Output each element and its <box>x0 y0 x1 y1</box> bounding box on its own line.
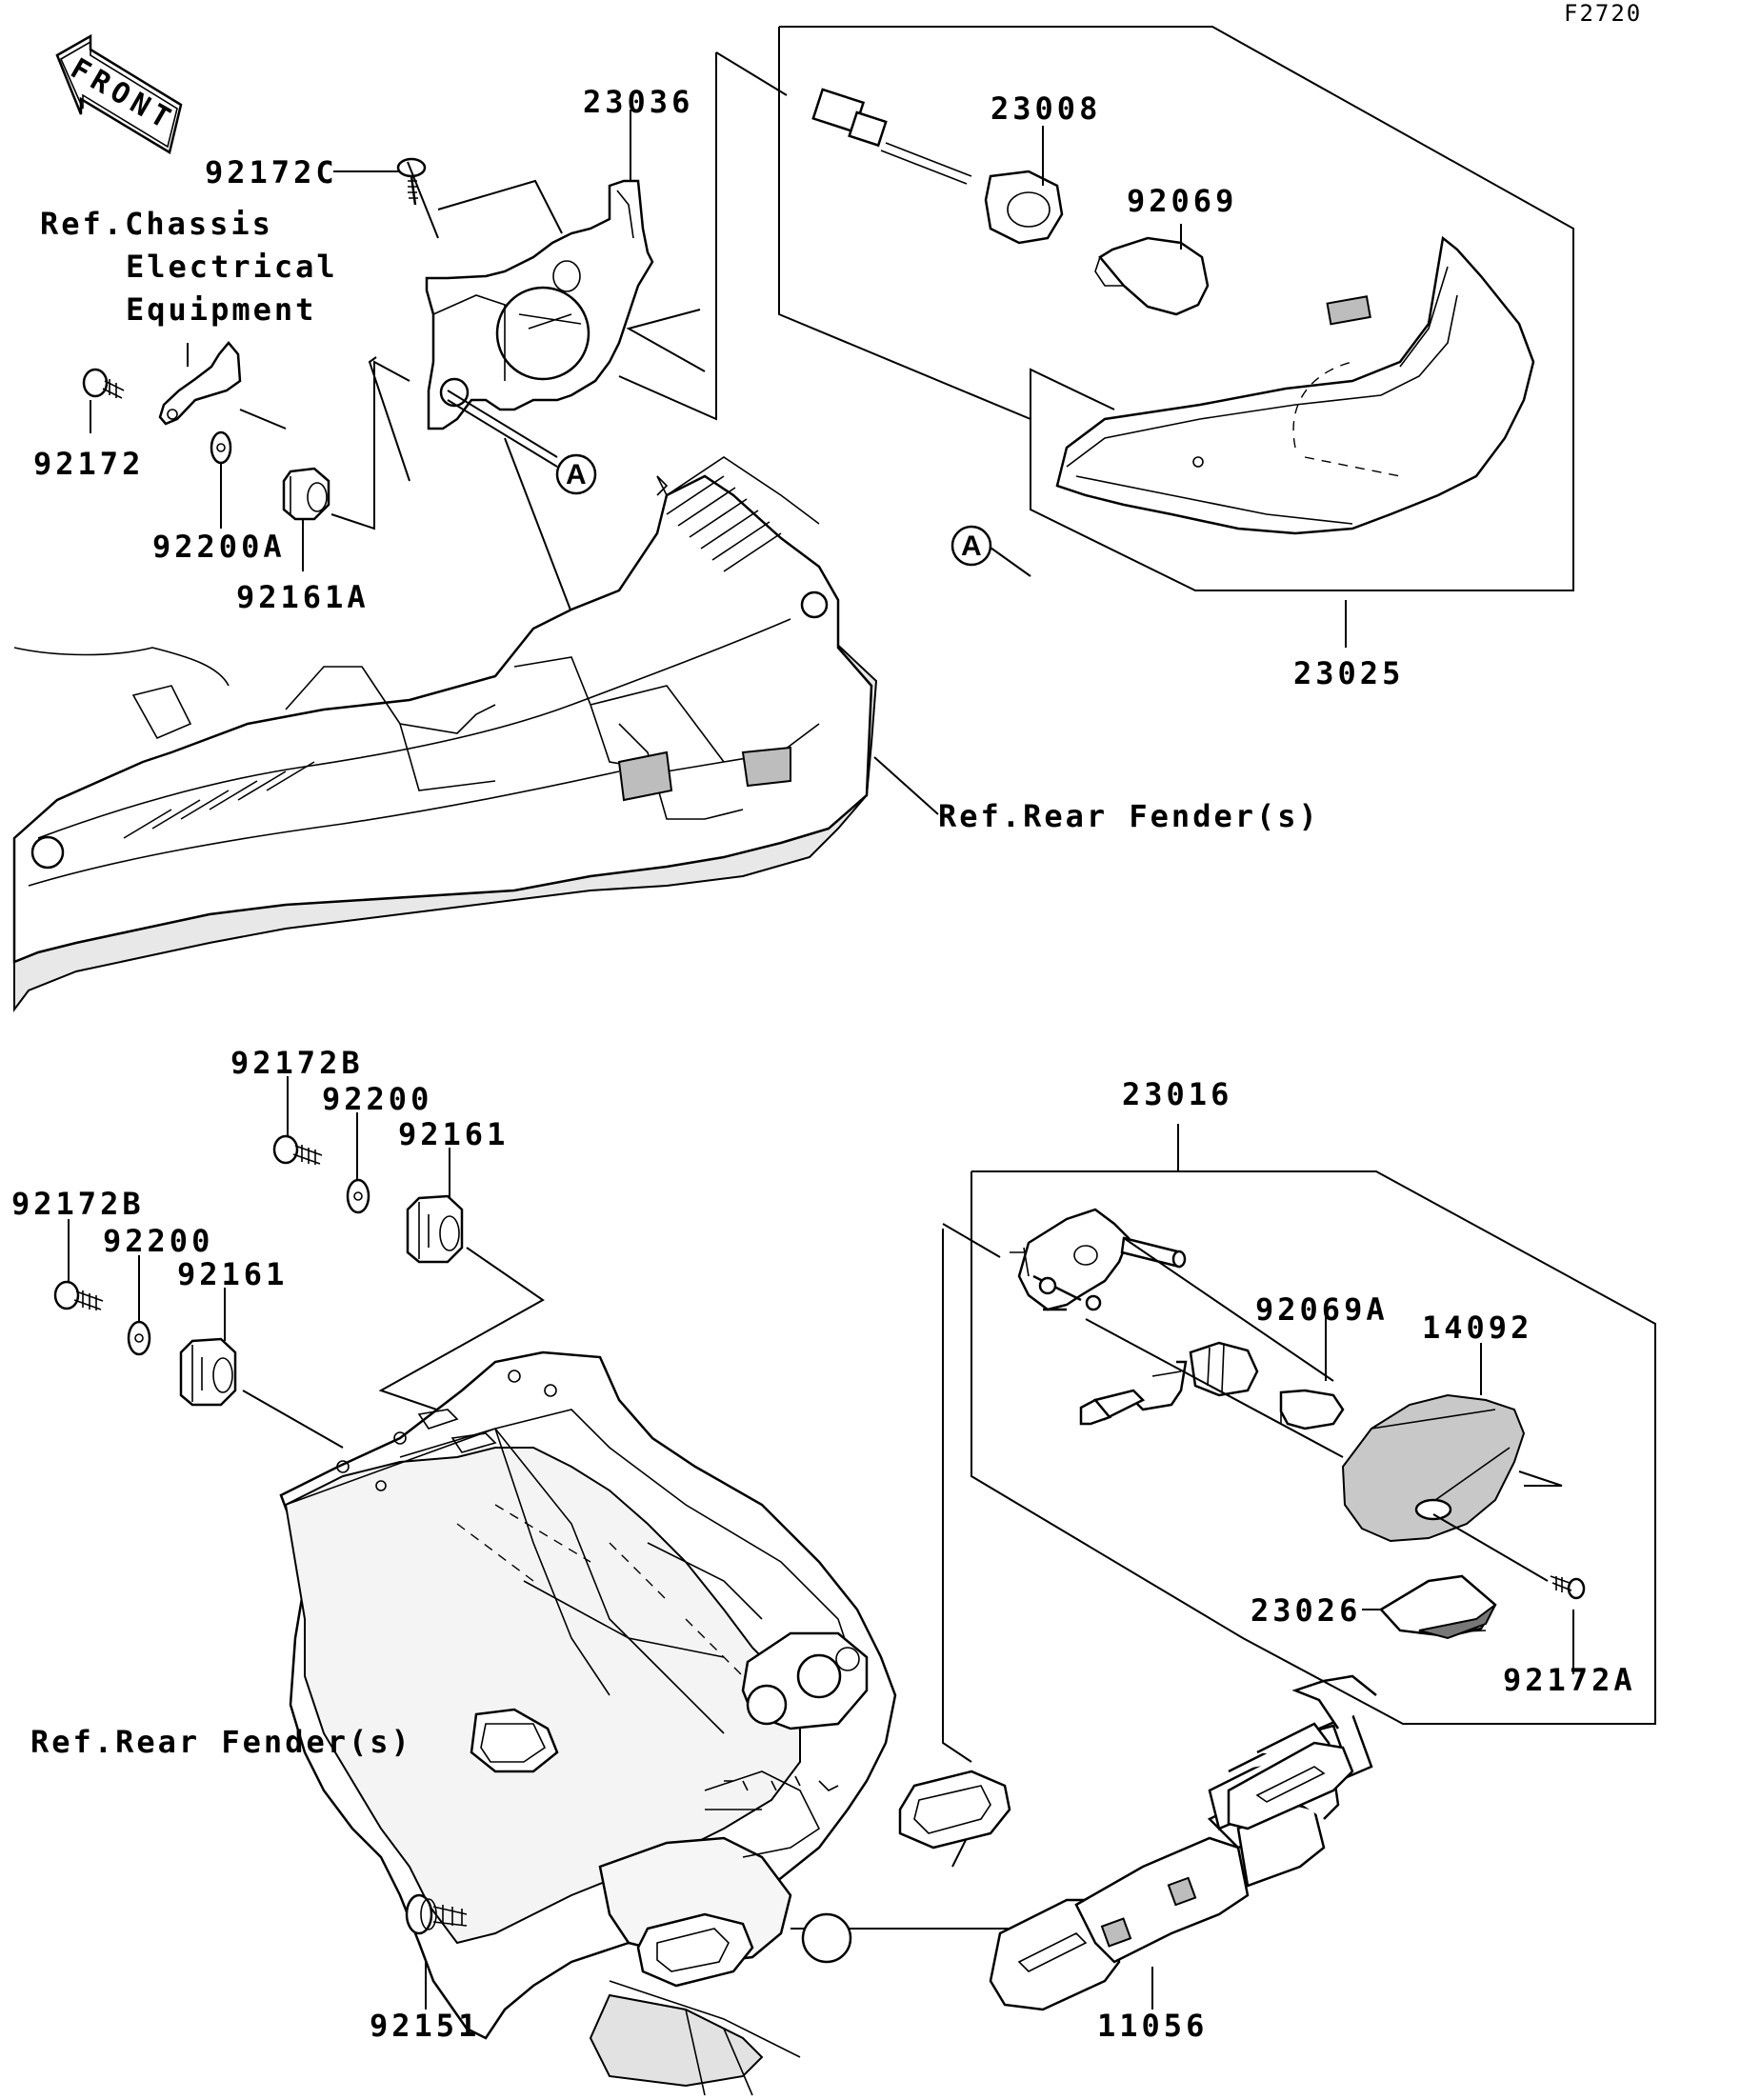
label-92200-upper: 92200 <box>322 1081 432 1117</box>
label-92161a: 92161A <box>236 579 370 615</box>
label-23008: 23008 <box>991 90 1101 127</box>
license-light-socket <box>1079 1341 1259 1426</box>
front-turn-signal-bracket <box>425 179 654 430</box>
svg-text:A: A <box>961 530 982 562</box>
ref-chassis-line2: Electrical <box>126 249 338 285</box>
ref-chassis-line1: Ref.Chassis <box>40 206 273 242</box>
label-92069a: 92069A <box>1255 1291 1389 1328</box>
grommet-92161a <box>282 467 330 521</box>
screw-92172 <box>82 368 125 399</box>
figure-code: F2720 <box>1564 0 1642 27</box>
label-92172b-upper: 92172B <box>230 1045 364 1081</box>
screw-92172b-lower <box>53 1280 104 1310</box>
label-92200-lower: 92200 <box>103 1223 213 1259</box>
license-bracket-11056 <box>989 1674 1377 2011</box>
label-92172: 92172 <box>33 446 144 482</box>
label-92172b-lower: 92172B <box>11 1186 145 1222</box>
ref-chassis-line3: Equipment <box>126 291 316 328</box>
grommet-92161-lower <box>179 1337 237 1407</box>
label-92151: 92151 <box>370 2008 480 2044</box>
bulb-92069a <box>1279 1389 1345 1430</box>
label-11056: 11056 <box>1097 2008 1208 2044</box>
license-light-base <box>1010 1208 1187 1311</box>
grommet-92161-upper <box>406 1194 464 1264</box>
label-14092: 14092 <box>1422 1310 1532 1346</box>
ref-rear-fender-bottom: Ref.Rear Fender(s) <box>30 1724 412 1760</box>
washer-92200-lower <box>127 1320 151 1356</box>
screw-92172c <box>396 157 427 206</box>
assembly-box-23025 <box>618 26 1574 591</box>
front-turn-signal-23025 <box>1055 235 1535 535</box>
light-assembly-lines <box>1085 1237 1563 1582</box>
license-light-lens-14092 <box>1341 1393 1526 1543</box>
label-92161-lower: 92161 <box>177 1256 288 1292</box>
rear-fender-lower <box>279 1350 1011 2096</box>
label-23026: 23026 <box>1251 1592 1361 1629</box>
reflector-23026 <box>1379 1574 1497 1640</box>
ref-rear-fender-top: Ref.Rear Fender(s) <box>938 798 1320 834</box>
svg-text:A: A <box>566 459 587 490</box>
bulb-92069 <box>1094 236 1210 316</box>
label-92069: 92069 <box>1127 183 1237 219</box>
assembly-box-23016 <box>942 1170 1656 1725</box>
label-23025: 23025 <box>1293 655 1404 691</box>
screw-92172b-upper <box>272 1134 323 1165</box>
label-92200a: 92200A <box>152 529 286 565</box>
label-92172a: 92172A <box>1503 1662 1636 1698</box>
fender-ribs <box>123 456 820 839</box>
callout-a-upper: A <box>447 399 597 495</box>
callout-a-lower: A <box>951 525 1031 577</box>
label-92161-upper: 92161 <box>398 1116 509 1152</box>
bolt-92151 <box>405 1893 468 1935</box>
rear-fender-upper <box>12 456 878 1012</box>
label-23016: 23016 <box>1122 1076 1232 1112</box>
label-23036: 23036 <box>583 84 693 120</box>
screw-92172a <box>1550 1575 1586 1600</box>
label-92172c: 92172C <box>205 154 338 190</box>
chassis-bracket <box>158 341 242 426</box>
bulb-socket-23008 <box>811 88 1064 245</box>
washer-92200a <box>210 430 232 465</box>
front-arrow-icon: FRONT <box>55 33 183 154</box>
washer-92200-upper <box>346 1178 370 1214</box>
